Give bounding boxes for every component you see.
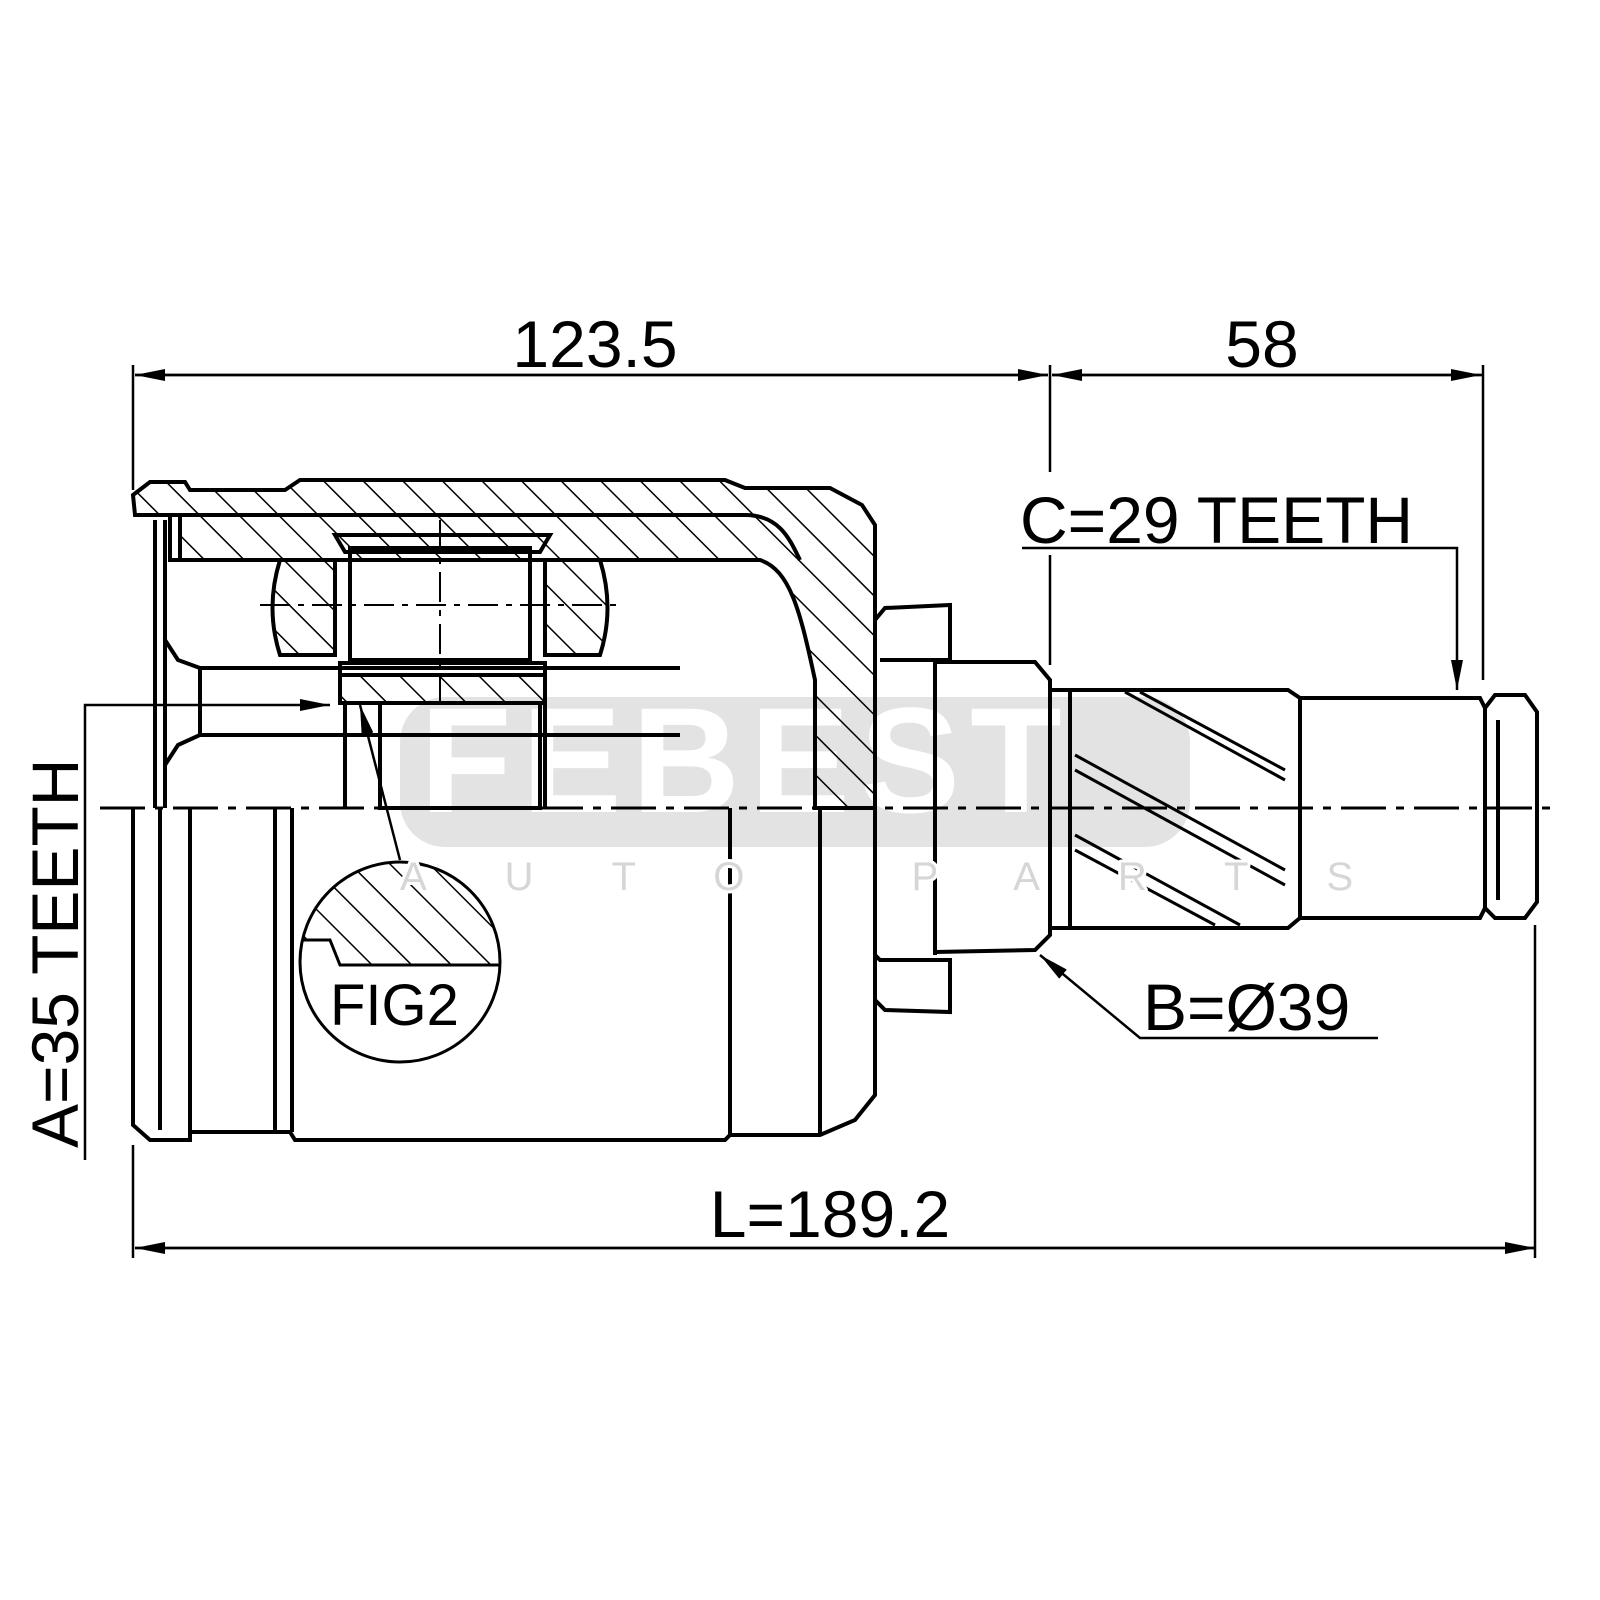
overall-length-label: L=189.2 xyxy=(710,1177,950,1251)
part-outline xyxy=(130,478,1539,1142)
dimension-lines xyxy=(83,365,1537,1258)
housing-lower xyxy=(131,808,877,1142)
detail-fig2: FIG2 xyxy=(298,860,502,1064)
housing-section xyxy=(130,478,877,810)
spline-outer-label: C=29 TEETH xyxy=(1020,483,1413,557)
detail-label: FIG2 xyxy=(330,973,459,1038)
watermark-tagline: AUTO PARTS xyxy=(400,855,1431,899)
dimension-58: 58 xyxy=(1225,307,1298,381)
spline-inner-label: A=35 TEETH xyxy=(18,759,92,1148)
dimension-123-5: 123.5 xyxy=(512,307,677,381)
diameter-label: B=Ø39 xyxy=(1143,970,1350,1044)
